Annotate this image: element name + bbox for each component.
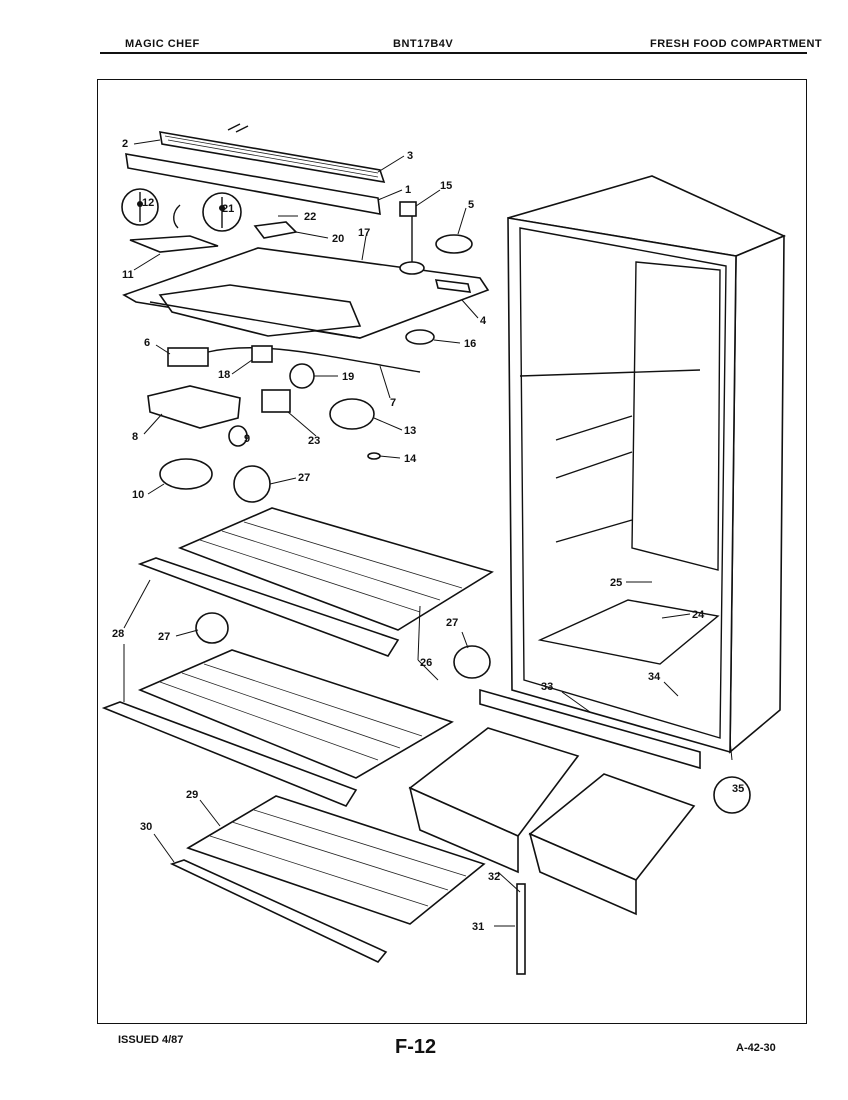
callout-24: 24: [692, 609, 705, 621]
washer-14: [367, 452, 381, 460]
end-cap-27b: [195, 612, 229, 644]
callout-34: 34: [648, 671, 661, 683]
callout-35: 35: [732, 783, 744, 795]
callout-19: 19: [342, 371, 354, 383]
shelf-trim-28a: [137, 557, 400, 657]
footer-code: A-42-30: [736, 1042, 776, 1054]
callout-20: 20: [332, 233, 344, 245]
header-rule: [100, 52, 807, 54]
callout-16: 16: [464, 338, 476, 350]
wire-shelf-lower: [137, 649, 454, 779]
callout-6: 6: [144, 337, 150, 349]
switch-23: [261, 389, 291, 413]
diagram-frame: [97, 79, 807, 1024]
callout-30: 30: [140, 821, 152, 833]
knob-16: [405, 329, 435, 345]
callout-21: 21: [222, 203, 234, 215]
callout-8: 8: [132, 431, 138, 443]
end-cap-27c: [453, 645, 491, 679]
light-bulb-19: [289, 363, 315, 389]
callout-31: 31: [472, 921, 484, 933]
callout-23: 23: [308, 435, 320, 447]
callout-25: 25: [610, 577, 622, 589]
callout-15: 15: [440, 180, 452, 192]
callout-27-right: 27: [446, 617, 458, 629]
screw-9: [228, 425, 248, 447]
control-knob-15: [399, 201, 425, 275]
cover-plate-20: [253, 221, 298, 239]
control-housing-bar: [159, 123, 386, 184]
callout-9: 9: [244, 433, 250, 445]
callout-29: 29: [186, 789, 198, 801]
thermostat-6: [167, 346, 421, 373]
leveler-35: [713, 776, 751, 814]
callout-labels: 2 3 1 15 5 12 21 22 20 17 11 4 16 6 18 1…: [112, 138, 744, 933]
callout-10: 10: [132, 489, 144, 501]
crisper-frame-33: [479, 688, 701, 770]
footer-issued: ISSUED 4/87: [118, 1034, 184, 1046]
header-section: FRESH FOOD COMPARTMENT: [650, 38, 823, 50]
knob-13: [329, 398, 375, 430]
callout-17: 17: [358, 227, 370, 239]
light-socket-18: [251, 345, 273, 363]
crisper-pan-right: [528, 773, 696, 916]
header-brand: MAGIC CHEF: [125, 38, 200, 50]
bracket-8: [147, 385, 241, 429]
leader-lines: [123, 139, 733, 927]
callout-4: 4: [480, 315, 487, 327]
callout-33: 33: [541, 681, 553, 693]
callout-28: 28: [112, 628, 124, 640]
callout-5: 5: [468, 199, 474, 211]
callout-18: 18: [218, 369, 230, 381]
callout-7: 7: [390, 397, 396, 409]
knob-10: [159, 458, 213, 490]
end-cap-27a: [233, 465, 271, 503]
crisper-trim-30: [169, 859, 388, 963]
refrigerator-cabinet: [507, 175, 787, 754]
callout-11: 11: [122, 269, 134, 281]
header-model: BNT17B4V: [393, 38, 454, 50]
footer-page-number: F-12: [395, 1036, 437, 1058]
shelf-trim-28b: [101, 701, 358, 807]
control-panel-trim: [125, 153, 381, 215]
callout-2: 2: [122, 138, 128, 150]
callout-22: 22: [304, 211, 316, 223]
callout-12: 12: [142, 197, 154, 209]
callout-14: 14: [404, 453, 417, 465]
callout-13: 13: [404, 425, 416, 437]
damper-5: [435, 234, 473, 254]
callout-32: 32: [488, 871, 500, 883]
ceiling-cover-4: [122, 247, 490, 339]
wire-shelf-upper: [177, 507, 494, 631]
bracket-11: [129, 235, 219, 253]
callout-26: 26: [420, 657, 432, 669]
detail-circle-21: [202, 192, 242, 232]
support-rod-31: [516, 883, 526, 975]
callout-27-top: 27: [298, 472, 310, 484]
crisper-pan-left: [408, 727, 580, 874]
callout-1: 1: [405, 184, 411, 196]
callout-3: 3: [407, 150, 413, 162]
detail-circle-12: [121, 188, 159, 226]
wire-harness: [173, 204, 181, 229]
callout-27-mid: 27: [158, 631, 170, 643]
crisper-cover-29: [186, 795, 486, 925]
